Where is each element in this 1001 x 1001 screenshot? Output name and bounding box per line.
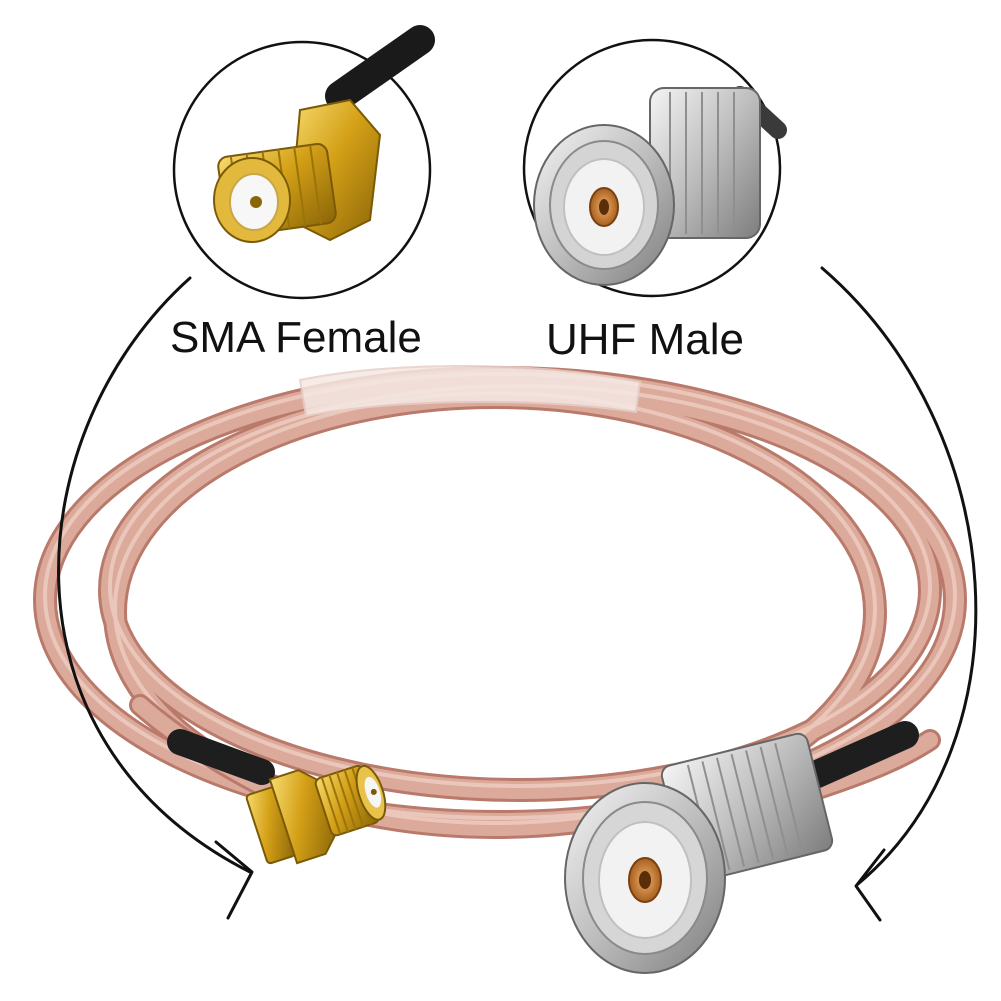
sma-female-connector <box>245 764 387 865</box>
cable-tie-wrap <box>298 364 642 418</box>
heat-shrink-right <box>801 721 919 789</box>
curved-arrow-left-icon <box>57 276 254 920</box>
sma-female-label: SMA Female <box>170 313 422 362</box>
uhf-male-label: UHF Male <box>546 315 745 364</box>
uhf-male-closeup <box>522 38 787 298</box>
uhf-male-connector <box>564 732 834 974</box>
curved-arrow-right-icon <box>820 266 978 922</box>
sma-female-closeup <box>172 25 435 300</box>
heat-shrink-left <box>167 729 275 785</box>
